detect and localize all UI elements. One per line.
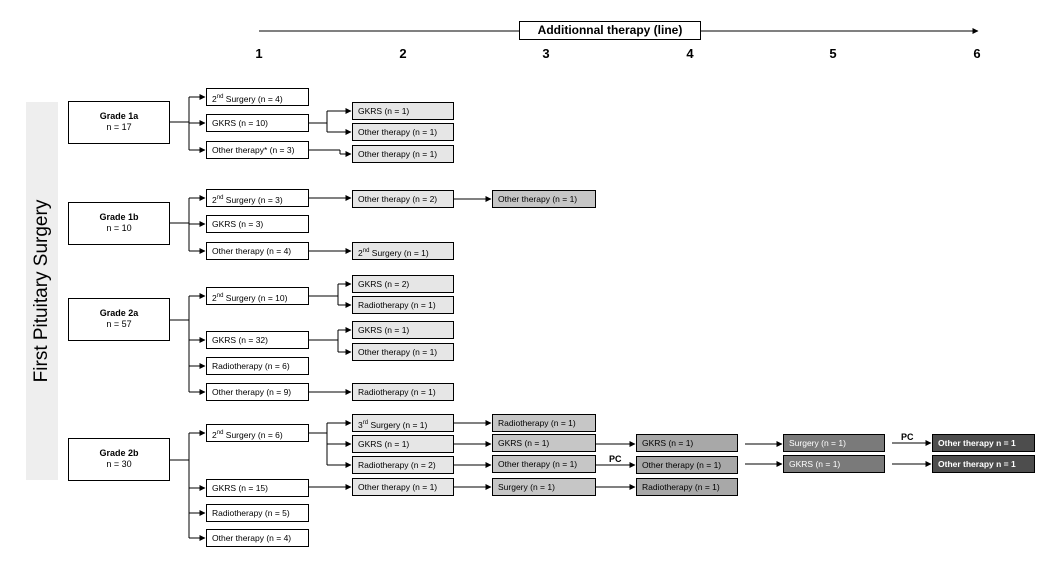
g2a-surgery-radio-box: Radiotherapy (n = 1) — [352, 296, 454, 314]
g2a-other-radio-box: Radiotherapy (n = 1) — [352, 383, 454, 401]
g1b-surgery-box: 2nd Surgery (n = 3) — [206, 189, 309, 207]
grade-1b-box: Grade 1b n = 10 — [68, 202, 170, 245]
axis-line-5: 5 — [829, 46, 837, 61]
sidebar-band — [26, 102, 58, 480]
grade-count: n = 10 — [106, 223, 132, 233]
g1a-other-box: Other therapy* (n = 3) — [206, 141, 309, 159]
axis-line-2: 2 — [399, 46, 407, 61]
grade-name: Grade 2b — [99, 448, 139, 458]
g2b-line6-other-a-box: Other therapy n = 1 — [932, 434, 1035, 452]
g2b-gkrs-gkrs-gkrs-box: GKRS (n = 1) — [636, 434, 738, 452]
g1b-gkrs-box: GKRS (n = 3) — [206, 215, 309, 233]
g2b-radio-other-box: Other therapy (n = 1) — [492, 455, 596, 473]
g2a-radio-box: Radiotherapy (n = 6) — [206, 357, 309, 375]
grade-name: Grade 2a — [99, 308, 139, 318]
g2a-surgery-box: 2nd Surgery (n = 10) — [206, 287, 309, 305]
g2b-surgery-box: 2nd Surgery (n = 6) — [206, 424, 309, 442]
g2b-surgery-radio-box: Radiotherapy (n = 2) — [352, 456, 454, 474]
g1b-surgery-other-box: Other therapy (n = 2) — [352, 190, 454, 208]
grade-count: n = 17 — [106, 122, 132, 132]
g2a-gkrs-box: GKRS (n = 32) — [206, 331, 309, 349]
g2b-surgery-gkrs-box: GKRS (n = 1) — [352, 435, 454, 453]
g1a-gkrs-box: GKRS (n = 10) — [206, 114, 309, 132]
grade-name: Grade 1b — [99, 212, 139, 222]
axis-line-3: 3 — [542, 46, 550, 61]
g2b-line6-other-b-box: Other therapy n = 1 — [932, 455, 1035, 473]
g1a-surgery-box: 2nd Surgery (n = 4) — [206, 88, 309, 106]
g2a-gkrs-other-box: Other therapy (n = 1) — [352, 343, 454, 361]
g2b-radio-other-other-box: Other therapy (n = 1) — [636, 456, 738, 474]
g2b-line5-surgery-box: Surgery (n = 1) — [783, 434, 885, 452]
g2a-gkrs-gkrs-box: GKRS (n = 1) — [352, 321, 454, 339]
grade-name: Grade 1a — [99, 111, 139, 121]
axis-line-6: 6 — [973, 46, 981, 61]
g2a-other-box: Other therapy (n = 9) — [206, 383, 309, 401]
g1a-gkrs-gkrs-box: GKRS (n = 1) — [352, 102, 454, 120]
g1a-gkrs-other-box: Other therapy (n = 1) — [352, 123, 454, 141]
g2b-radio-box: Radiotherapy (n = 5) — [206, 504, 309, 522]
g1b-other-box: Other therapy (n = 4) — [206, 242, 309, 260]
g2b-gkrs-other-box: Other therapy (n = 1) — [352, 478, 454, 496]
g2b-third-surgery-box: 3rd Surgery (n = 1) — [352, 414, 454, 432]
grade-count: n = 30 — [106, 459, 132, 469]
grade-1a-box: Grade 1a n = 17 — [68, 101, 170, 144]
axis-title: Additionnal therapy (line) — [519, 21, 701, 40]
g2b-gkrs-other-surgery-box: Surgery (n = 1) — [492, 478, 596, 496]
axis-line-4: 4 — [686, 46, 694, 61]
pc-label-line4: PC — [609, 454, 622, 464]
axis-line-1: 1 — [255, 46, 263, 61]
g2b-gkrs-gkrs-box: GKRS (n = 1) — [492, 434, 596, 452]
g2b-gkrs-other-surgery-radio-box: Radiotherapy (n = 1) — [636, 478, 738, 496]
g2a-surgery-gkrs-box: GKRS (n = 2) — [352, 275, 454, 293]
g1b-other-surgery-box: 2nd Surgery (n = 1) — [352, 242, 454, 260]
g1a-other-other-box: Other therapy (n = 1) — [352, 145, 454, 163]
g2b-other-box: Other therapy (n = 4) — [206, 529, 309, 547]
pc-label-line6: PC — [901, 432, 914, 442]
grade-2a-box: Grade 2a n = 57 — [68, 298, 170, 341]
g2b-gkrs-box: GKRS (n = 15) — [206, 479, 309, 497]
g1b-surgery-other-other-box: Other therapy (n = 1) — [492, 190, 596, 208]
sidebar-label: First Pituitary Surgery — [31, 199, 52, 383]
g2b-third-surgery-radio-box: Radiotherapy (n = 1) — [492, 414, 596, 432]
g2b-line5-gkrs-box: GKRS (n = 1) — [783, 455, 885, 473]
grade-count: n = 57 — [106, 319, 132, 329]
grade-2b-box: Grade 2b n = 30 — [68, 438, 170, 481]
